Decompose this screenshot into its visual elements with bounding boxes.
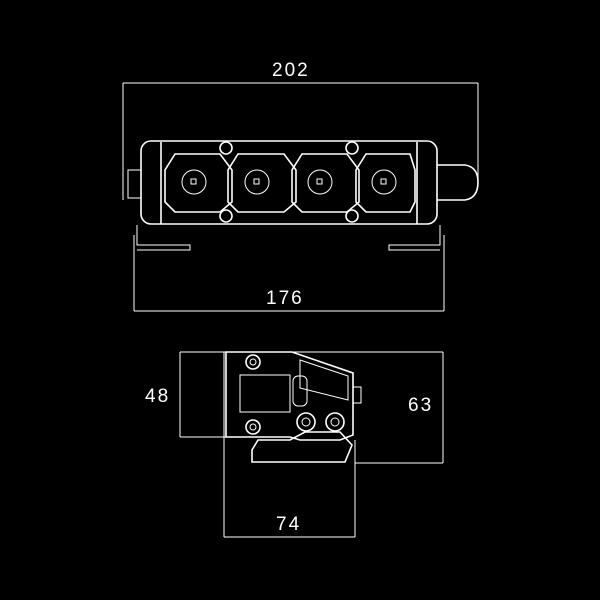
left-bracket [136,225,191,251]
cable-gland [437,164,479,201]
light-bar-side-view [225,351,362,463]
dimension-label-48: 48 [145,386,171,407]
dimension-label-74: 74 [276,514,302,535]
led-optic [291,153,360,213]
led-optic [227,153,297,213]
screws [219,141,359,223]
dimension-label-202: 202 [272,60,310,81]
led-optic [355,153,416,213]
dimension-63-lines [290,351,444,464]
led-optic [164,153,233,213]
right-bracket [388,225,441,251]
dimension-label-63: 63 [408,395,434,416]
dimension-74-lines [223,352,356,538]
mounting-bracket [251,431,353,463]
dimension-48-lines [179,351,240,438]
dimension-label-176: 176 [266,288,304,309]
light-bar-front-view [127,140,479,251]
dimension-202-lines [122,82,479,200]
dimension-176-lines [133,235,445,312]
